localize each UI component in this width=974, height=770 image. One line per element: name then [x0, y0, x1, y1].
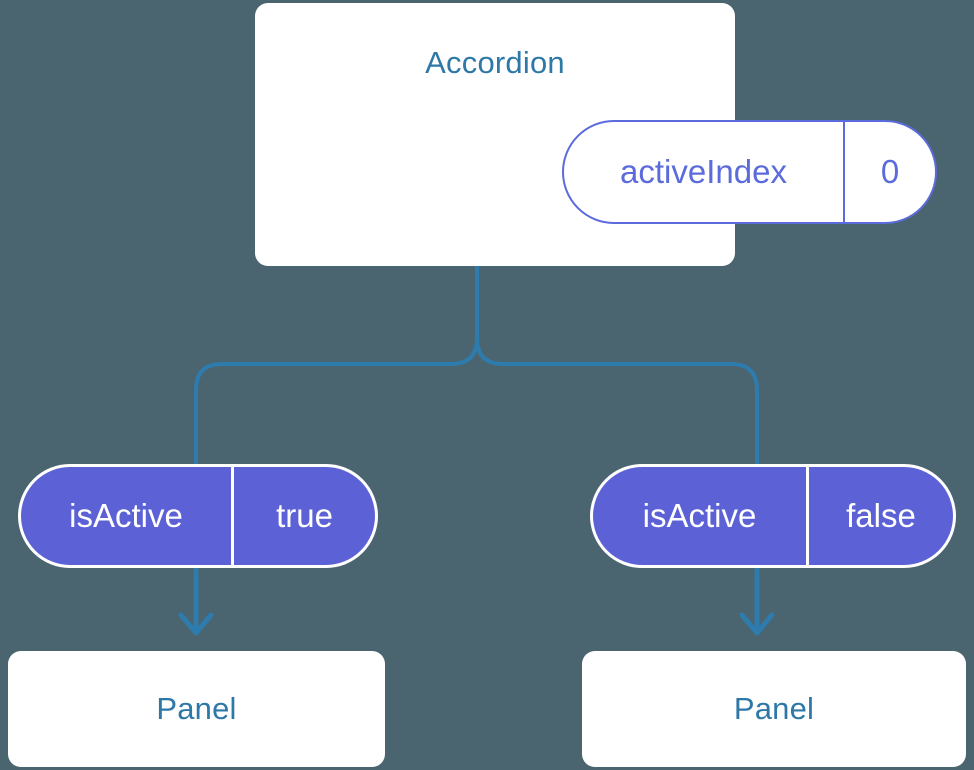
- component-title-panel: Panel: [156, 691, 237, 726]
- connector-branch-left: [194, 336, 479, 466]
- component-title-accordion: Accordion: [425, 45, 565, 80]
- arrow-right-head: [739, 612, 775, 636]
- arrow-left-head: [178, 612, 214, 636]
- component-title-panel: Panel: [733, 691, 815, 726]
- prop-pill-is-active-true[interactable]: isActive true: [18, 464, 378, 568]
- component-card-panel-left[interactable]: Panel: [8, 651, 385, 767]
- prop-key: isActive: [21, 467, 234, 565]
- prop-key: isActive: [593, 467, 809, 565]
- component-card-accordion[interactable]: Accordion activeIndex 0: [255, 3, 937, 266]
- prop-value: false: [846, 497, 916, 534]
- prop-value: 0: [880, 153, 900, 190]
- component-card-panel-right[interactable]: Panel: [582, 651, 966, 767]
- prop-pill-is-active-false[interactable]: isActive false: [590, 464, 956, 568]
- connector-branch-right: [475, 336, 759, 466]
- prop-key: activeIndex: [564, 122, 845, 222]
- prop-value: true: [276, 497, 333, 534]
- prop-pill-active-index[interactable]: activeIndex 0: [562, 120, 937, 224]
